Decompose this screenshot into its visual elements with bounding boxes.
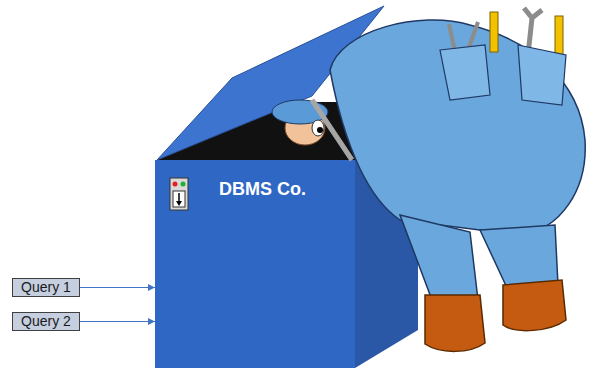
node-label: DBMS Co.: [219, 178, 355, 200]
pocket: [440, 45, 490, 100]
query-arrow: [80, 287, 155, 288]
box-front: [155, 160, 355, 368]
mechanic-head: [272, 100, 328, 145]
pocket: [518, 45, 566, 105]
overall-strap: [312, 100, 352, 160]
query-arrow: [80, 321, 155, 322]
query-box: Query 2: [12, 312, 80, 331]
query-box: Query 1: [12, 278, 80, 297]
node-label: Query 1: [13, 279, 79, 296]
node-label: Query 2: [13, 313, 79, 330]
switch-icon: [170, 178, 188, 210]
shoe: [503, 280, 566, 331]
shoe: [425, 295, 485, 351]
mechanic-leg: [400, 215, 478, 300]
mechanic-body: [330, 20, 585, 235]
dbms-box: DBMS Co.: [155, 160, 355, 368]
mechanic-leg: [480, 225, 558, 290]
